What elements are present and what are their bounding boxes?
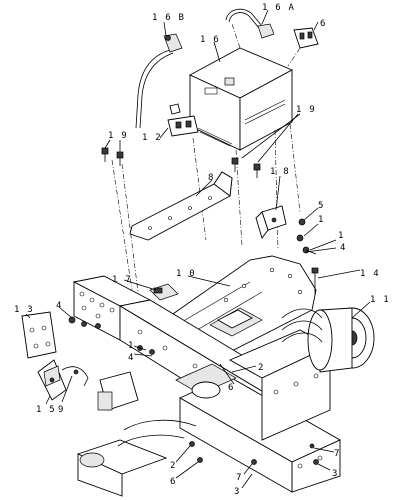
callout-labels: 1 6 B 1 6 A 6 1 6 1 9 1 2 1 9 8 1 8 5 1 …	[14, 3, 390, 497]
callout-9: 9	[58, 405, 65, 415]
lower-bracket-15	[37, 359, 67, 401]
callout-1-r2: 1	[338, 231, 345, 241]
battery	[188, 47, 294, 151]
callout-2-mid: 2	[258, 363, 265, 373]
callout-6-top: 6	[320, 19, 327, 29]
callout-16b: 1 6 B	[152, 13, 185, 23]
bolts-19-right	[231, 157, 261, 178]
callout-8: 8	[208, 173, 215, 183]
callout-4-l: 4	[56, 301, 63, 311]
callout-6-mid: 6	[228, 383, 235, 393]
callout-1-r1: 1	[318, 215, 325, 225]
cable-16b	[135, 33, 183, 129]
callout-1-l: 1	[128, 341, 135, 351]
angle-bracket	[255, 205, 287, 239]
callout-7-right: 7	[334, 449, 341, 459]
axle-assembly	[281, 307, 375, 373]
callout-19-right: 1 9	[296, 105, 316, 115]
callout-3-bot: 3	[234, 487, 241, 497]
callout-15: 1 5	[36, 405, 56, 415]
callout-17: 1 7	[112, 275, 132, 285]
callout-16: 1 6	[200, 35, 220, 45]
callout-7-bot: 7	[236, 473, 243, 483]
terminal-clamp-top	[287, 27, 319, 67]
callout-18: 1 8	[270, 167, 290, 177]
bolt-14	[311, 267, 319, 294]
clip-9	[61, 366, 89, 387]
callout-6-bot: 6	[170, 477, 177, 487]
callout-11: 1 1	[370, 295, 390, 305]
main-frame	[72, 275, 341, 493]
callout-12: 1 2	[142, 133, 162, 143]
callout-13: 1 3	[14, 305, 34, 315]
leader-lines	[25, 9, 371, 489]
callout-5: 5	[318, 201, 325, 211]
callout-16a: 1 6 A	[262, 3, 295, 13]
callout-2-bot: 2	[170, 461, 177, 471]
battery-bracket	[129, 171, 233, 241]
bracket-17	[149, 283, 179, 301]
hold-down-clamp	[167, 103, 199, 137]
callout-4-r: 4	[340, 243, 347, 253]
callout-19-left: 1 9	[108, 131, 128, 141]
front-housing	[76, 419, 197, 497]
hardware-bottom	[189, 441, 319, 465]
cable-16a	[225, 8, 275, 49]
callout-4-l2: 4	[128, 353, 135, 363]
callout-14: 1 4	[360, 269, 380, 279]
callout-3-right: 3	[332, 469, 339, 479]
side-plate-13	[21, 311, 57, 359]
callout-10: 1 0	[176, 269, 196, 279]
